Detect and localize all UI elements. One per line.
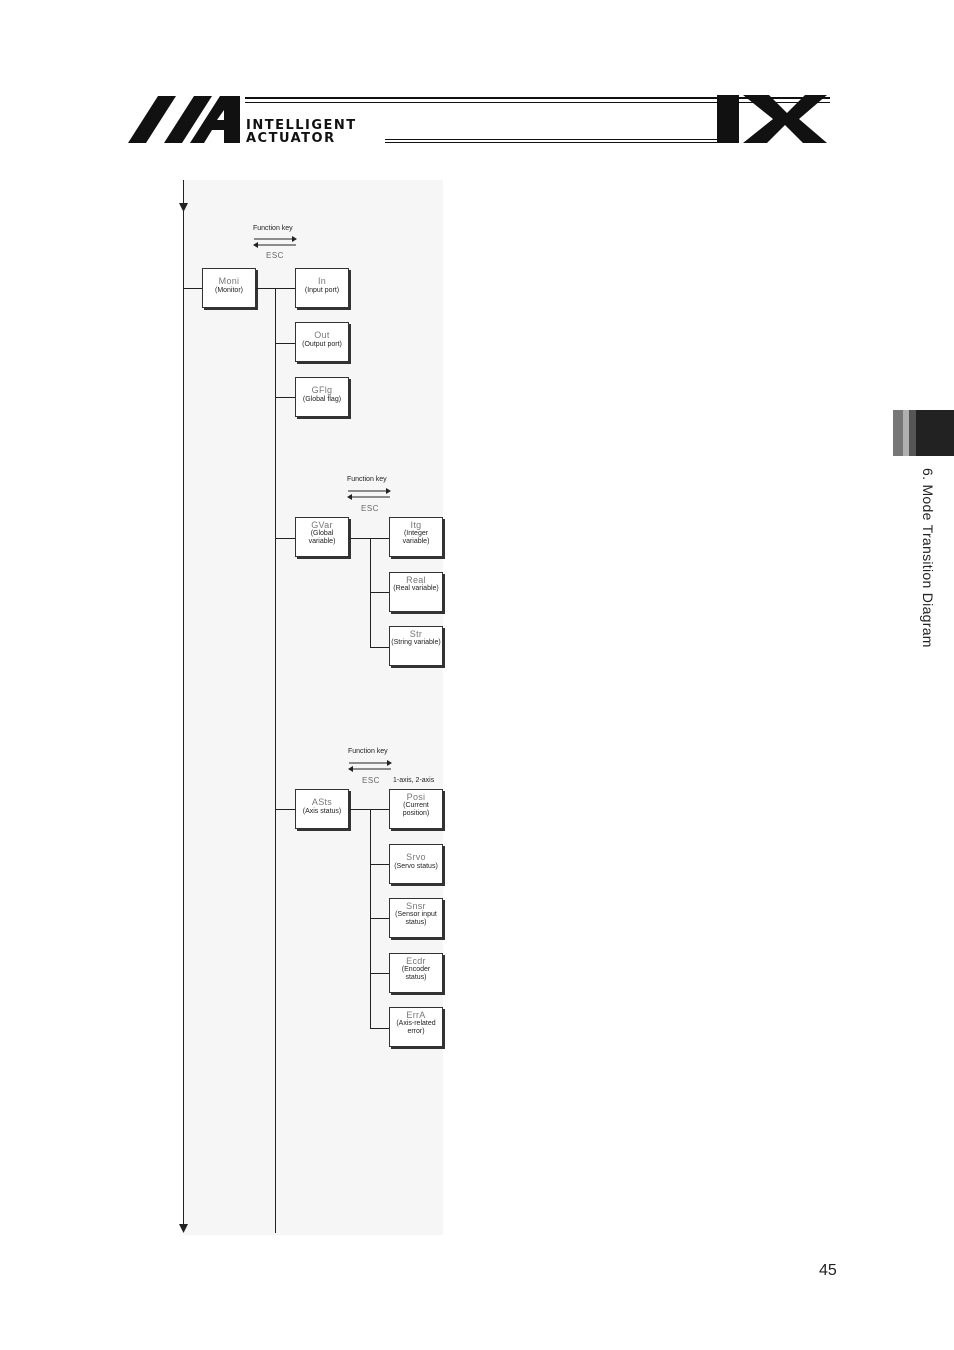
connector	[370, 1028, 389, 1029]
mode-gflg[interactable]: GFlg (Global flag)	[295, 377, 349, 417]
ix-logo	[717, 95, 827, 143]
esc-label: ESC	[361, 504, 379, 513]
connector	[370, 973, 389, 974]
mode-out[interactable]: Out (Output port)	[295, 322, 349, 362]
mode-str[interactable]: Str (String variable)	[389, 626, 443, 666]
mode-desc: (Global variable)	[308, 530, 336, 545]
page-number: 45	[819, 1262, 837, 1279]
mode-erra[interactable]: ErrA (Axis-related error)	[389, 1007, 443, 1047]
mode-code: GFlg	[311, 385, 333, 395]
connector	[275, 538, 295, 539]
mode-desc: (Axis status)	[302, 808, 342, 815]
mode-code: GVar	[311, 520, 333, 530]
connector	[184, 288, 202, 289]
mode-moni[interactable]: Moni (Monitor)	[202, 268, 256, 308]
connector	[275, 809, 295, 810]
mode-code: Posi	[406, 792, 426, 802]
header-rule-bottom	[385, 139, 730, 140]
submode-line	[275, 288, 276, 1233]
main-flow-line	[183, 180, 184, 1230]
header-rule-top	[245, 97, 830, 99]
mode-code: Str	[409, 629, 423, 639]
connector	[370, 647, 389, 648]
mode-gvar[interactable]: GVar (Global variable)	[295, 517, 349, 557]
mode-code: Ecdr	[406, 956, 426, 966]
mode-code: Itg	[410, 520, 422, 530]
connector	[349, 809, 389, 810]
mode-code: In	[317, 276, 327, 286]
mode-code: Out	[314, 330, 330, 340]
mode-real[interactable]: Real (Real variable)	[389, 572, 443, 612]
header-rule-top-thin	[245, 102, 830, 103]
function-key-arrows-icon	[253, 236, 297, 248]
mode-desc: (Current position)	[402, 802, 430, 817]
mode-snsr[interactable]: Snsr (Sensor input status)	[389, 898, 443, 938]
mode-code: Snsr	[406, 901, 426, 911]
mode-desc: (Servo status)	[394, 863, 438, 870]
mode-desc: (Input port)	[304, 287, 340, 294]
brand-line-2: ACTUATOR	[246, 131, 336, 146]
mode-code: ErrA	[406, 1010, 426, 1020]
mode-desc: (Axis-related error)	[396, 1020, 436, 1035]
connector	[275, 343, 295, 344]
section-label: 6. Mode Transition Diagram	[920, 468, 936, 648]
mode-posi[interactable]: Posi (Current position)	[389, 789, 443, 829]
function-key-arrows-icon	[348, 760, 392, 772]
mode-desc: (Encoder status)	[401, 966, 431, 981]
mode-desc: (String variable)	[391, 639, 441, 646]
mode-desc: (Output port)	[302, 341, 342, 348]
arrow-down-icon	[179, 1224, 188, 1233]
ia-logo-mark	[128, 96, 240, 143]
function-key-label: Function key	[253, 225, 293, 232]
mode-code: Srvo	[406, 852, 426, 862]
brand-line-1: INTELLIGENT	[246, 118, 357, 133]
mode-in[interactable]: In (Input port)	[295, 268, 349, 308]
mode-srvo[interactable]: Srvo (Servo status)	[389, 844, 443, 884]
function-key-label: Function key	[347, 476, 387, 483]
mode-ecdr[interactable]: Ecdr (Encoder status)	[389, 953, 443, 993]
mode-code: Real	[406, 575, 426, 585]
connector	[370, 592, 389, 593]
esc-label: ESC	[362, 776, 380, 785]
mode-desc: (Sensor input status)	[395, 911, 437, 926]
connector	[370, 864, 389, 865]
header-rule-bottom-thin	[385, 142, 730, 143]
mode-asts[interactable]: ASts (Axis status)	[295, 789, 349, 829]
connector	[349, 538, 389, 539]
page-header: INTELLIGENT ACTUATOR IX	[120, 90, 830, 150]
connector	[275, 397, 295, 398]
mode-code: ASts	[311, 797, 333, 807]
esc-label: ESC	[266, 251, 284, 260]
function-key-arrows-icon	[347, 488, 391, 500]
function-key-label: Function key	[348, 748, 388, 755]
connector	[370, 918, 389, 919]
mode-desc: (Real variable)	[393, 585, 439, 592]
arrow-down-icon	[179, 203, 188, 212]
mode-desc: (Integer variable)	[402, 530, 430, 545]
mode-desc: (Global flag)	[302, 396, 342, 403]
mode-desc: (Monitor)	[214, 287, 243, 294]
mode-itg[interactable]: Itg (Integer variable)	[389, 517, 443, 557]
section-tab	[893, 410, 954, 456]
mode-code: Moni	[218, 276, 240, 286]
axis-note: 1-axis, 2-axis	[393, 777, 435, 784]
